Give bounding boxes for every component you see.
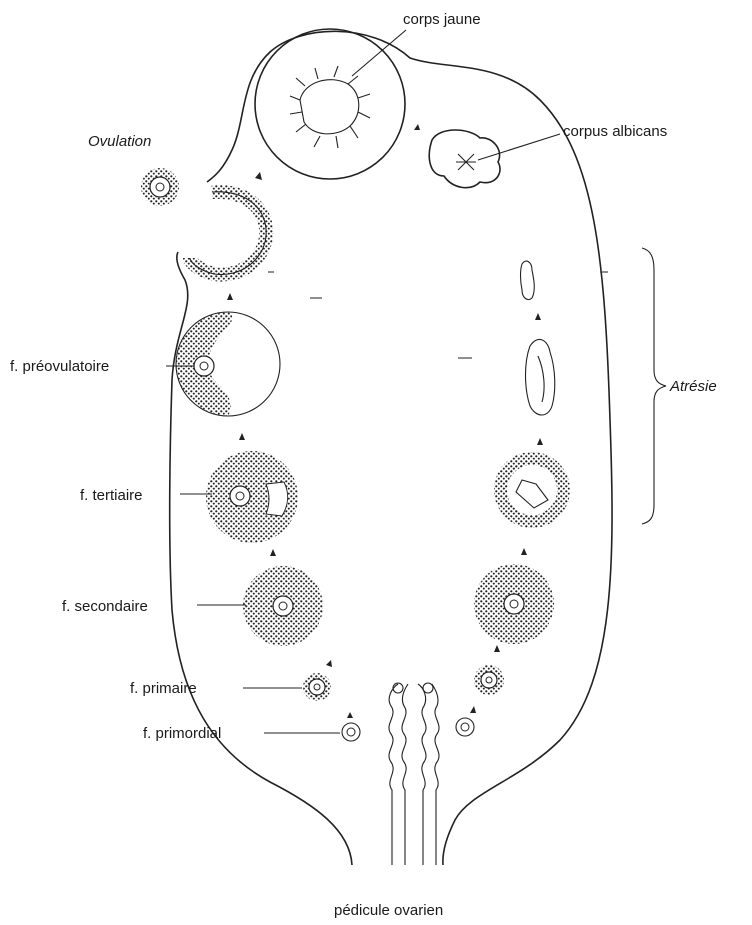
ruptured-follicle: [190, 192, 266, 275]
atretic-follicle-primary: [474, 665, 504, 695]
secondary-follicle: [243, 566, 323, 646]
atretic-remnant-large: [526, 339, 555, 415]
corps-jaune: [255, 29, 405, 179]
label-primaire: f. primaire: [130, 680, 197, 697]
corps-jaune-lumen: [290, 66, 370, 148]
label-corpus-albicans: corpus albicans: [563, 123, 667, 140]
atretic-follicle-small: [456, 718, 474, 736]
corpus-albicans: [429, 130, 500, 188]
label-secondaire: f. secondaire: [62, 598, 148, 615]
ovary-outline: [170, 31, 612, 865]
atretic-follicle-secondary: [474, 564, 554, 644]
ovulated-oocyte: [141, 168, 179, 206]
label-preovulatoire: f. préovulatoire: [10, 358, 109, 375]
primordial-follicle: [342, 723, 360, 741]
pedicle-vessels: [389, 683, 439, 865]
label-tertiaire: f. tertiaire: [80, 487, 143, 504]
tertiary-follicle: [206, 451, 298, 543]
preovulatory-follicle: [176, 312, 280, 416]
atresie-bracket: [642, 248, 666, 524]
label-pedicule: pédicule ovarien: [334, 902, 443, 919]
atretic-remnant-small: [521, 261, 535, 299]
label-atresie: Atrésie: [669, 378, 717, 395]
label-primordial: f. primordial: [143, 725, 221, 742]
label-corps-jaune: corps jaune: [403, 11, 481, 28]
atretic-follicle-tertiary: [494, 452, 570, 528]
scan-marks: [268, 272, 608, 358]
label-ovulation: Ovulation: [88, 133, 151, 150]
primary-follicle: [303, 673, 331, 701]
